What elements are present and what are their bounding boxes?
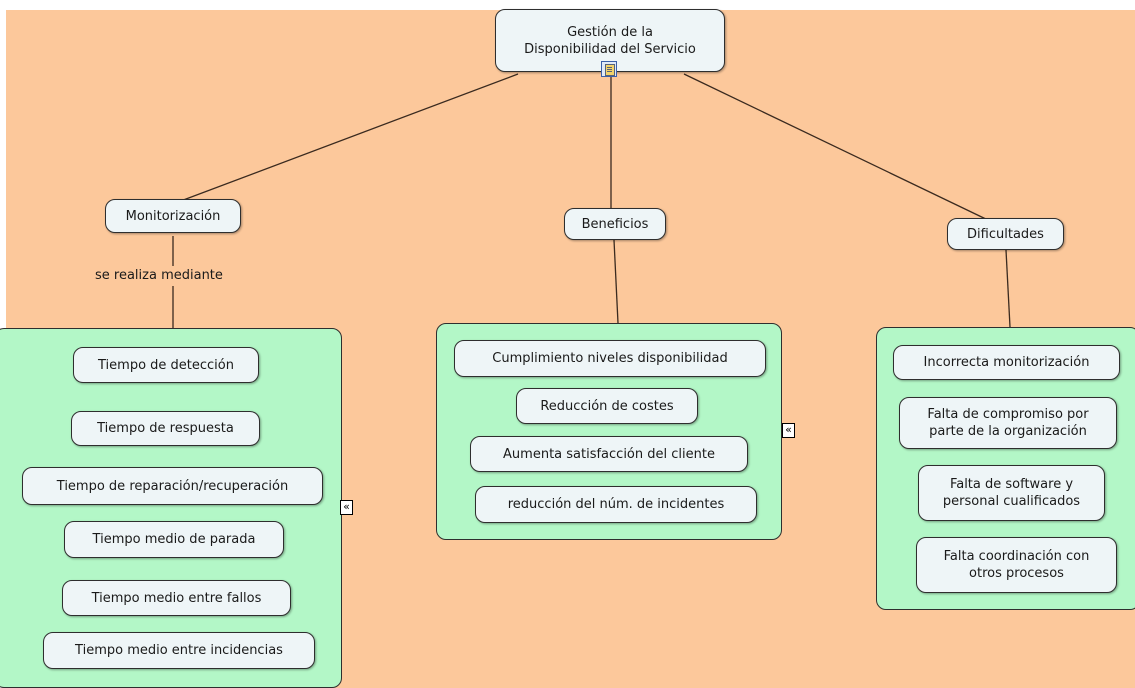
concept-cumplimiento-niveles[interactable]: Cumplimiento niveles disponibilidad [454, 340, 766, 377]
concept-dificultades[interactable]: Dificultades [947, 218, 1064, 250]
concept-tiempo-reparacion[interactable]: Tiempo de reparación/recuperación [22, 467, 323, 505]
group-monitorizacion [0, 328, 342, 688]
connector-beneficios-group [613, 239, 619, 324]
concept-reduccion-costes[interactable]: Reducción de costes [516, 388, 698, 424]
connector-root-dificultades [683, 73, 991, 222]
connector-root-monitorizacion [177, 73, 519, 203]
concept-falta-coordinacion[interactable]: Falta coordinación con otros procesos [916, 537, 1117, 593]
concept-falta-software[interactable]: Falta de software y personal cualificado… [918, 465, 1105, 521]
connector-dificultades-group [1005, 249, 1011, 328]
concept-falta-compromiso[interactable]: Falta de compromiso por parte de la orga… [899, 397, 1117, 449]
concept-tiempo-respuesta[interactable]: Tiempo de respuesta [71, 411, 260, 446]
concept-tiempo-deteccion[interactable]: Tiempo de detección [73, 347, 259, 383]
concept-reduccion-incidentes[interactable]: reducción del núm. de incidentes [475, 486, 757, 523]
concept-incorrecta-monitorizacion[interactable]: Incorrecta monitorización [893, 345, 1120, 380]
document-icon[interactable] [601, 61, 617, 77]
double-chevron-left-icon[interactable]: « [340, 500, 353, 515]
concept-tiempo-medio-fallos[interactable]: Tiempo medio entre fallos [62, 580, 291, 616]
concept-monitorizacion[interactable]: Monitorización [105, 199, 241, 233]
concept-aumenta-satisfaccion[interactable]: Aumenta satisfacción del cliente [470, 436, 748, 472]
double-chevron-left-icon[interactable]: « [782, 423, 795, 438]
link-label-se-realiza-mediante: se realiza mediante [95, 268, 223, 283]
concept-tiempo-medio-parada[interactable]: Tiempo medio de parada [64, 521, 284, 558]
concept-tiempo-medio-incidencias[interactable]: Tiempo medio entre incidencias [43, 632, 315, 669]
concept-beneficios[interactable]: Beneficios [564, 208, 666, 240]
